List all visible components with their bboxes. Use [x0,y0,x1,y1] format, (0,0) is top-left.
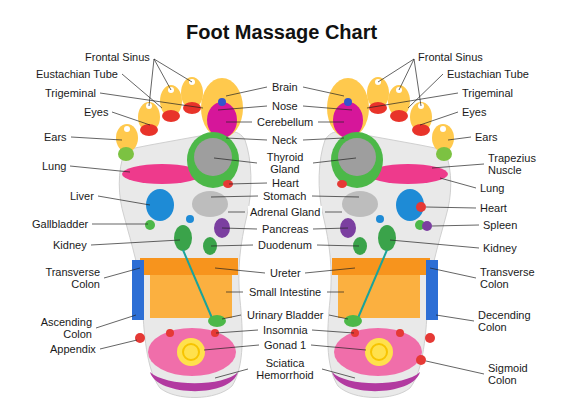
organ-label: Small Intestine [247,286,323,298]
organ-label: Ureter [268,267,303,279]
organ-label: Neck [270,134,299,146]
organ-label: Kidney [53,239,87,251]
organ-label: Trigeminal [45,87,96,99]
organ-label: Frontal Sinus [85,51,150,63]
organ-label: Sciatica Hemorrhoid [251,357,319,381]
organ-label: Lung [480,182,504,194]
organ-label: Urinary Bladder [245,309,325,321]
organ-label: Stomach [261,190,308,202]
organ-label: Lung [42,160,66,172]
organ-label: Appendix [50,343,96,355]
organ-label: Trigeminal [462,87,513,99]
organ-label: Cerebellum [255,116,315,128]
organ-label: Thyroid Gland [260,151,310,175]
organ-label: Trapezius Nuscle [488,152,546,176]
organ-label: Insomnia [261,324,310,336]
organ-label: Heart [270,177,301,189]
organ-label: Liver [70,190,94,202]
chart-title: Foot Massage Chart [186,21,377,44]
organ-label: Eustachian Tube [447,68,529,80]
organ-label: Eustachian Tube [36,68,118,80]
organ-label: Gallbladder [32,218,88,230]
organ-label: Adrenal Gland [248,206,322,218]
organ-label: Spleen [483,219,517,231]
organ-label: Brain [270,81,300,93]
organ-label: Ears [475,131,498,143]
organ-label: Gonad 1 [262,339,308,351]
organ-label: Ascending Colon [34,316,92,340]
organ-label: Heart [480,202,507,214]
organ-label: Nose [270,100,300,112]
organ-label: Pancreas [260,223,310,235]
organ-label: Ears [44,131,67,143]
organ-label: Eyes [462,106,486,118]
organ-label: Sigmoid Colon [488,362,536,386]
organ-label: Eyes [84,106,108,118]
organ-label: Transverse Colon [480,266,542,290]
organ-label: Kidney [483,242,517,254]
organ-label: Duodenum [256,239,314,251]
organ-label: Frontal Sinus [418,51,483,63]
organ-label: Transverse Colon [38,266,100,290]
organ-label: Decending Colon [478,309,538,333]
